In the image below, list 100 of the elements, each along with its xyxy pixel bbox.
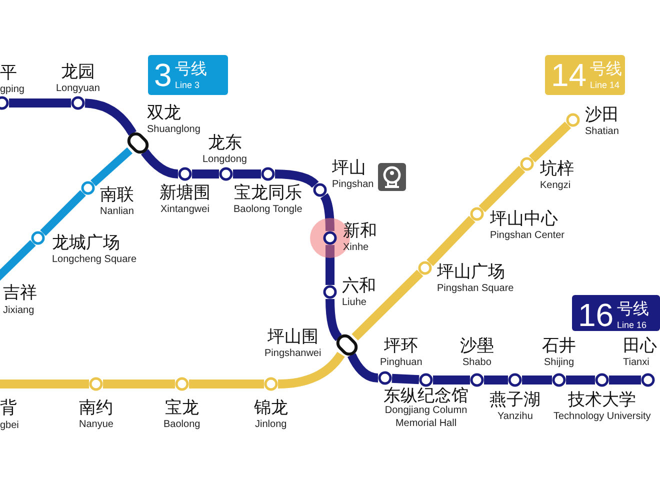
metro-line [0, 380, 89, 388]
line-number: 3 [154, 59, 172, 91]
station-name-english: Shatian [585, 126, 619, 137]
line-label: 号线 [590, 61, 622, 77]
station-name-english: Xinhe [343, 242, 369, 253]
line-badge [545, 55, 625, 95]
station-circle [378, 371, 392, 385]
metro-line [233, 170, 261, 178]
station-name: 锦龙 [254, 398, 288, 418]
station-name-english: Baolong [164, 419, 200, 430]
line-number: 16 [578, 299, 614, 331]
station-name-english: Baolong Tongle [234, 204, 302, 215]
station-circle [219, 167, 233, 181]
station-name: 新和 [343, 221, 377, 241]
station-name-english: Jinlong [255, 419, 287, 430]
station-circle [89, 377, 103, 391]
station-circle [418, 261, 432, 275]
station-name: 六和 [342, 276, 376, 296]
station-name: 坪山围 [268, 327, 318, 347]
station-name: 沙田 [585, 105, 619, 125]
station-name: 南约 [79, 398, 113, 418]
metro-line [478, 166, 526, 212]
station-circle [313, 183, 327, 197]
station-name: 宝龙 [165, 398, 199, 418]
line-label-english: Line 16 [617, 320, 647, 330]
station-name: 南联 [100, 185, 134, 205]
line-label: 号线 [617, 301, 649, 317]
station-name-english: Pingshanwei [264, 348, 322, 359]
station-circle [175, 377, 189, 391]
station-name-english: gbei [0, 420, 19, 431]
station-circle [261, 167, 275, 181]
station-name-english: Pinghuan [380, 357, 422, 368]
station-circle [470, 373, 484, 387]
station-name: 龙园 [61, 62, 95, 82]
metro-line [141, 149, 178, 178]
metro-line [522, 376, 552, 384]
line-badge [148, 55, 228, 95]
station-name-english: Pingshan Square [437, 283, 514, 294]
station-circle [470, 207, 484, 221]
station-name-english: Nanyue [79, 419, 114, 430]
metro-line [320, 193, 334, 232]
metro-line [189, 380, 264, 388]
metro-line [484, 376, 508, 384]
station-name-english: Tianxi [623, 357, 650, 368]
metro-line [9, 98, 71, 108]
station-name: 石井 [542, 336, 576, 356]
station-name: 技术大学 [568, 390, 636, 410]
station-circle [81, 181, 95, 195]
station-name: 坪山广场 [437, 262, 505, 282]
metro-line [274, 170, 319, 188]
station-name-english: Nanlian [100, 206, 134, 217]
metro-line [326, 298, 342, 341]
station-circle [508, 373, 522, 387]
station-name-english: Technology University [554, 411, 651, 422]
station-name: 吉祥 [3, 283, 37, 303]
station-name-english: Shabo [462, 357, 492, 368]
station-circle [71, 96, 85, 110]
metro-line [426, 216, 476, 266]
station-circle [520, 157, 534, 171]
station-name-english: Longyuan [56, 83, 100, 94]
line-label-english: Line 14 [590, 80, 620, 90]
station-name: 龙东 [208, 133, 242, 153]
station-name-english: Liuhe [342, 297, 366, 308]
station-name: 坪山中心 [490, 209, 558, 229]
metro-line [103, 380, 175, 388]
metro-line [528, 122, 572, 162]
station-name: 平 [0, 63, 17, 83]
station-name-english: Jixiang [3, 305, 34, 316]
station-name: 宝龙同乐 [234, 183, 302, 203]
metro-line [278, 352, 345, 388]
station-name: 背 [0, 398, 17, 418]
station-circle [566, 113, 580, 127]
station-name-english: Pingshan Center [490, 230, 564, 241]
metro-line [392, 374, 420, 384]
station-name-english: Shijing [544, 357, 574, 368]
station-circle [178, 167, 192, 181]
station-name-english: Longcheng Square [52, 254, 137, 265]
metro-line [348, 353, 378, 382]
metro-line [40, 190, 86, 236]
station-name-english: Dongjiang Column Memorial Hall [384, 404, 468, 430]
metro-line [609, 376, 641, 384]
station-name: 双龙 [147, 103, 181, 123]
station-name-english: Yanzihu [498, 411, 533, 422]
station-name: 坪山 [332, 158, 366, 178]
line-label-english: Line 3 [175, 80, 200, 90]
station-name: 坪环 [384, 336, 418, 356]
station-circle [419, 373, 433, 387]
line-label: 号线 [175, 61, 207, 77]
metro-line [90, 147, 132, 186]
station-name: 坑梓 [540, 159, 574, 179]
station-name: 新塘围 [160, 183, 210, 203]
station-circle [31, 231, 45, 245]
metro-line [352, 270, 424, 340]
metro-line [566, 376, 595, 384]
station-name: 燕子湖 [490, 390, 540, 410]
station-circle [264, 377, 278, 391]
station-name-english: Kengzi [540, 180, 571, 191]
metro-line [433, 376, 470, 384]
station-circle [323, 285, 337, 299]
metro-line [84, 98, 136, 136]
